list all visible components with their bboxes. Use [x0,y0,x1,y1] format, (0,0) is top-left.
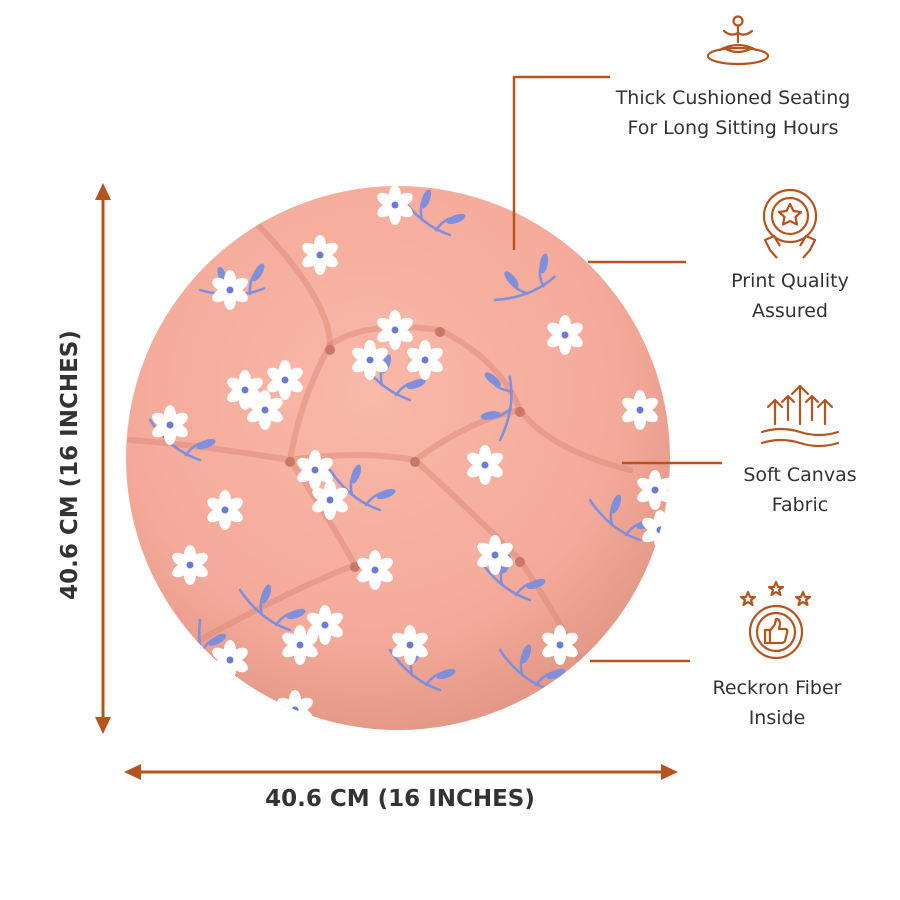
height-dimension-label: 40.6 CM (16 INCHES) [57,330,83,600]
feature-reckron-fiber-text: Reckron Fiber Inside [677,673,877,733]
feature-line-2: For Long Sitting Hours [627,117,839,139]
feature-line-1: Reckron Fiber [712,677,842,699]
meditation-icon [706,15,770,66]
soft-fabric-icon [760,384,840,448]
height-dimension-arrow [95,183,111,734]
feature-line-2: Fabric [771,494,829,516]
feature-line-1: Print Quality [731,270,849,292]
feature-line-1: Thick Cushioned Seating [615,87,851,109]
width-dimension-arrow [124,764,678,780]
cushion-image [126,186,670,730]
quality-badge-icon [762,188,818,259]
thumbs-up-stars-icon [739,580,812,660]
feature-line-1: Soft Canvas [743,464,857,486]
feature-thick-cushion-text: Thick Cushioned Seating For Long Sitting… [598,83,868,143]
feature-print-quality-text: Print Quality Assured [690,266,890,326]
feature-soft-canvas-text: Soft Canvas Fabric [700,460,900,520]
feature-leader-lines [512,75,722,663]
feature-line-2: Assured [752,300,828,322]
width-dimension-label: 40.6 CM (16 INCHES) [265,786,535,812]
feature-line-2: Inside [748,707,806,729]
